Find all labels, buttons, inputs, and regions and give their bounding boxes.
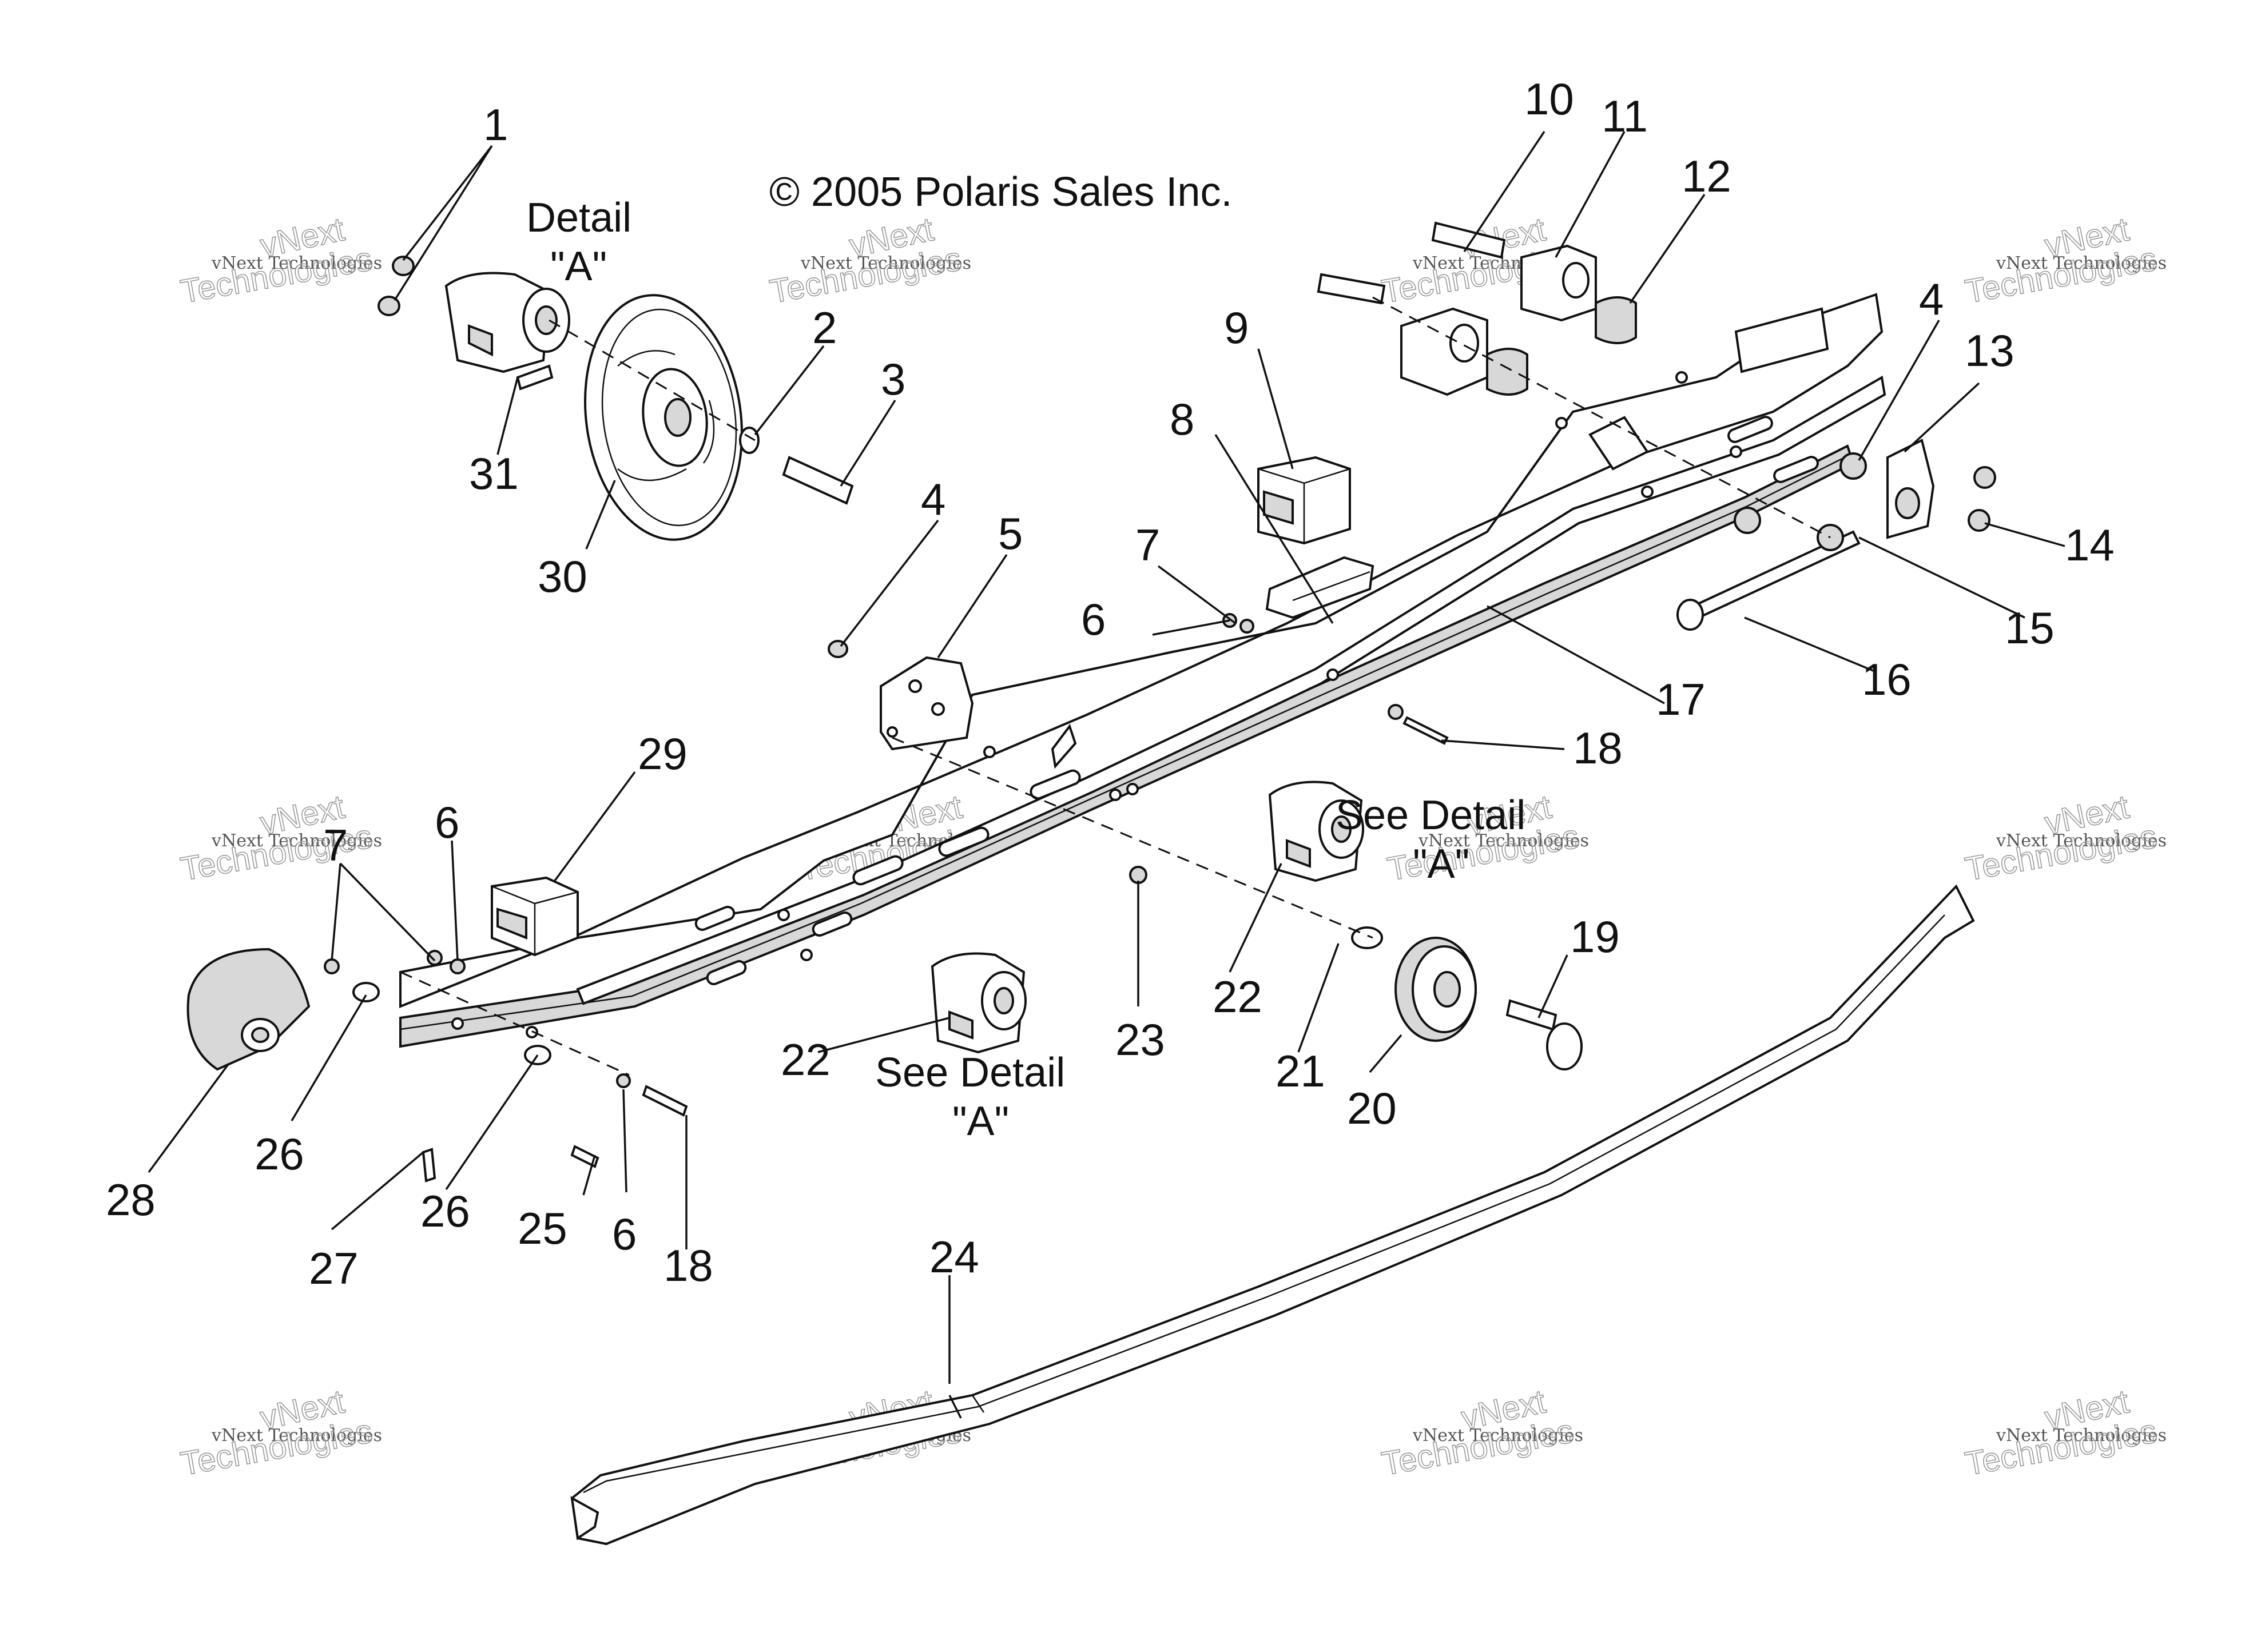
callout: 14: [2065, 520, 2115, 570]
see-detail-line2: "A": [952, 1098, 1009, 1144]
callout: 19: [1570, 911, 1620, 962]
callout: 24: [929, 1232, 979, 1282]
mount-bracket-5: [880, 656, 974, 751]
callout: 3: [881, 354, 905, 404]
watermark-caption: vNext Technologies: [1996, 253, 2167, 273]
callout: 22: [1213, 972, 1262, 1022]
callout: 5: [998, 508, 1023, 559]
rail-body: [399, 293, 1884, 1008]
rail-slider-strip: [399, 444, 1855, 1048]
watermark-caption: vNext Technologies: [1996, 1426, 2167, 1446]
callout: 31: [469, 448, 519, 499]
rail-tip-cap: [186, 948, 311, 1071]
see-detail-line1: See Detail: [1336, 793, 1525, 838]
shoulder-bolt-19: [1505, 999, 1583, 1070]
callout: 26: [420, 1186, 470, 1236]
callout: 4: [1919, 274, 1944, 324]
bumper-8: [1265, 556, 1374, 619]
callout: 27: [309, 1243, 359, 1293]
callout: 9: [1224, 302, 1249, 353]
see-detail-label-front: See Detail "A": [875, 1050, 1065, 1144]
callout: 17: [1656, 674, 1706, 725]
idler-wheel-30: [584, 294, 743, 541]
callout: 20: [1347, 1083, 1397, 1133]
callout: 8: [1170, 394, 1194, 444]
mount-bracket-13: [1886, 439, 1935, 539]
callout: 7: [1135, 520, 1160, 570]
watermark-caption: vNext Technologies: [1412, 1426, 1583, 1446]
watermark-caption: vNext Technologies: [211, 253, 382, 273]
detail-label-a: Detail "A": [526, 195, 631, 289]
callout: 12: [1682, 151, 1731, 201]
watermark-caption: vNext Technologies: [211, 831, 382, 851]
callout: 29: [638, 729, 688, 779]
rail-holes: [451, 371, 1742, 1038]
callout: 16: [1862, 654, 1912, 704]
callout: 11: [1602, 91, 1648, 141]
callout: 7: [323, 820, 348, 870]
callout: 18: [1573, 723, 1623, 773]
callout: 21: [1276, 1046, 1325, 1096]
rail-slots: [694, 416, 1819, 985]
leader-lines: [148, 131, 2065, 1419]
copyright-text: © 2005 Polaris Sales Inc.: [769, 169, 1232, 215]
callout: 6: [435, 797, 459, 847]
callout: 13: [1965, 325, 2014, 376]
slide-housing-22-rear: [1268, 781, 1364, 882]
callout: 30: [538, 551, 587, 602]
watermark-caption: vNext Technologies: [1996, 831, 2167, 851]
hyfax-slide: [570, 884, 1975, 1546]
assembly-axes: [400, 296, 1831, 1076]
wear-block-9: [1257, 456, 1351, 545]
callout: 18: [663, 1240, 713, 1291]
detail-label-line1: Detail: [526, 195, 631, 241]
wear-block-29: [491, 876, 579, 957]
small-fasteners: [324, 256, 1449, 1183]
wheel-axle-housing: [444, 272, 570, 373]
callout: 26: [255, 1129, 304, 1179]
see-detail-line2: "A": [1413, 841, 1469, 887]
detail-label-line2: "A": [550, 244, 607, 289]
hyfax-body: [570, 884, 1975, 1546]
callout: 4: [921, 474, 945, 524]
callout: 25: [518, 1203, 567, 1253]
rear-mount-blocks: [1317, 221, 1637, 396]
callout: 28: [106, 1175, 156, 1225]
see-detail-label-rear: See Detail "A": [1336, 793, 1525, 887]
callout: 23: [1115, 1014, 1165, 1065]
watermark-caption: vNext Technologies: [800, 253, 971, 273]
wheel-20: [1394, 937, 1477, 1042]
callout: 6: [1081, 594, 1106, 644]
watermark-caption: vNext Technologies: [211, 1426, 382, 1446]
callout: 10: [1524, 74, 1574, 124]
see-detail-line1: See Detail: [875, 1050, 1065, 1096]
rail-upper-bar: [576, 375, 1886, 1005]
slide-housing-22-front: [931, 952, 1027, 1054]
callout-numbers: 1 2 3 4 4 5 6 6 6 7 7 8 9 10 11 12 13 14…: [106, 74, 2115, 1293]
callout: 22: [781, 1034, 831, 1085]
callout: 1: [483, 99, 508, 150]
callout: 6: [612, 1209, 637, 1259]
rail-rear-window: [1734, 307, 1829, 373]
watermark-caption: vNext Technologies: [1418, 831, 1589, 851]
callout: 2: [812, 302, 837, 353]
callout: 15: [2005, 603, 2055, 653]
